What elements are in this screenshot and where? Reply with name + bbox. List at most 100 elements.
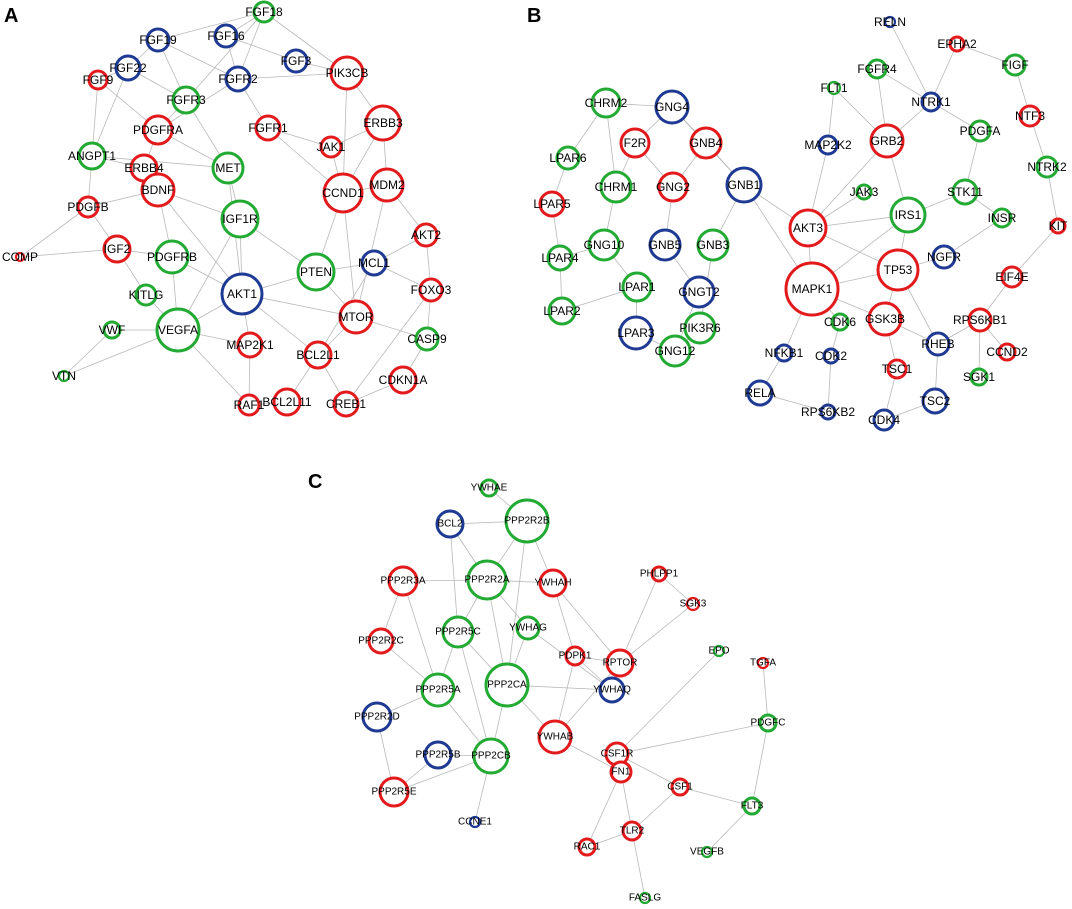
node-ngfr: NGFR: [927, 244, 961, 270]
node-cdk2: CDK2: [815, 347, 847, 365]
node-circle: [822, 347, 840, 365]
edge-c: [631, 786, 681, 832]
node-circle: [484, 662, 530, 708]
node-circle: [774, 343, 794, 363]
node-label: VWF: [99, 323, 126, 337]
node-label: TLR2: [620, 826, 645, 837]
node-label: PTEN: [300, 265, 332, 279]
edge-a: [237, 72, 348, 80]
node-label: PPP2R5C: [435, 627, 481, 638]
node-circle: [742, 796, 762, 816]
node-circle: [329, 55, 365, 91]
node-circle: [272, 387, 302, 417]
node-fn1: FN1: [609, 760, 633, 784]
edge-a: [157, 39, 239, 80]
node-label: IGF1R: [222, 212, 258, 226]
node-circle: [171, 85, 201, 115]
node-map2k2: MAP2K2: [804, 134, 852, 156]
node-label: PDGFA: [960, 124, 1001, 138]
node-label: PPP2R2D: [354, 712, 400, 723]
node-label: KITLG: [129, 288, 164, 302]
node-label: PPP2R5E: [371, 787, 416, 798]
node-circle: [997, 342, 1017, 362]
node-label: PPP2CB: [471, 751, 511, 762]
node-circle: [142, 114, 174, 146]
node-circle: [538, 190, 566, 218]
node-circle: [590, 87, 622, 119]
node-label: CHRM2: [585, 96, 628, 110]
node-gnb5: GNB5: [648, 228, 682, 262]
node-eif4e: EIF4E: [995, 265, 1029, 289]
node-gng4: GNG4: [654, 89, 690, 125]
node-igf1r: IGF1R: [220, 199, 260, 239]
node-kit: KIT: [1049, 217, 1068, 235]
node-gng2: GNG2: [656, 171, 690, 203]
node-circle: [547, 296, 577, 326]
node-lpar3: LPAR3: [617, 315, 655, 351]
node-label: LPAR4: [541, 251, 578, 265]
node-circle: [1000, 265, 1024, 289]
node-label: MTOR: [338, 310, 373, 324]
node-circle: [683, 311, 717, 345]
node-circle: [951, 178, 979, 206]
node-circle: [654, 89, 690, 125]
node-label: PPP2R2C: [358, 636, 404, 647]
node-label: RHEB: [921, 337, 954, 351]
node-label: BDNF: [142, 183, 175, 197]
node-fgf3: FGF3: [281, 48, 312, 74]
edge-b: [807, 140, 888, 229]
node-circle: [388, 365, 418, 395]
node-circle: [599, 170, 633, 204]
node-cdkn1a: CDKN1A: [379, 365, 427, 395]
node-circle: [872, 408, 896, 432]
node-ppp2r5e: PPP2R5E: [371, 776, 417, 808]
node-circle: [140, 172, 176, 208]
node-ppp2r3a: PPP2R3A: [380, 565, 426, 597]
node-vwf: VWF: [99, 320, 126, 340]
node-circle: [1049, 217, 1067, 235]
node-label: YWHAE: [471, 483, 508, 494]
node-label: COMP: [2, 250, 38, 264]
node-flt1: FLT1: [820, 80, 848, 96]
node-label: PPP2R3A: [380, 576, 425, 587]
node-circle: [319, 135, 343, 159]
node-label: CDK6: [824, 315, 856, 329]
node-akt2: AKT2: [411, 222, 441, 248]
node-faslg: FASLG: [629, 891, 661, 905]
edge-a: [157, 11, 265, 41]
node-label: GRB2: [871, 134, 904, 148]
node-cdk4: CDK4: [868, 408, 900, 432]
node-circle: [114, 54, 142, 82]
node-label: FGF22: [109, 61, 147, 75]
node-circle: [650, 565, 668, 583]
node-circle: [921, 387, 949, 415]
node-circle: [378, 776, 410, 808]
node-circle: [605, 648, 635, 678]
node-circle: [784, 261, 840, 317]
node-label: CCNE1: [458, 817, 492, 828]
node-circle: [367, 627, 395, 655]
panel-letter-b: B: [527, 5, 541, 27]
node-label: TP53: [884, 263, 913, 277]
node-chrm2: CHRM2: [585, 87, 628, 119]
node-circle: [920, 91, 942, 113]
node-label: FGFR4: [857, 62, 897, 76]
node-fgf9: FGF9: [83, 69, 114, 91]
edge-b: [827, 355, 832, 413]
node-circle: [658, 334, 692, 368]
node-jak3: JAK3: [850, 183, 879, 201]
node-circle: [889, 196, 927, 234]
node-circle: [220, 272, 264, 316]
node-circle: [87, 69, 109, 91]
node-circle: [322, 172, 364, 214]
node-circle: [746, 379, 774, 407]
edge-a: [157, 189, 243, 295]
node-label: FGF18: [245, 5, 283, 19]
node-label: NTF3: [1015, 109, 1045, 123]
node-circle: [420, 672, 456, 708]
node-circle: [77, 141, 107, 171]
node-label: PDPK1: [559, 651, 592, 662]
node-circle: [546, 244, 574, 272]
edge-c: [586, 771, 622, 848]
node-label: MCL1: [358, 256, 390, 270]
